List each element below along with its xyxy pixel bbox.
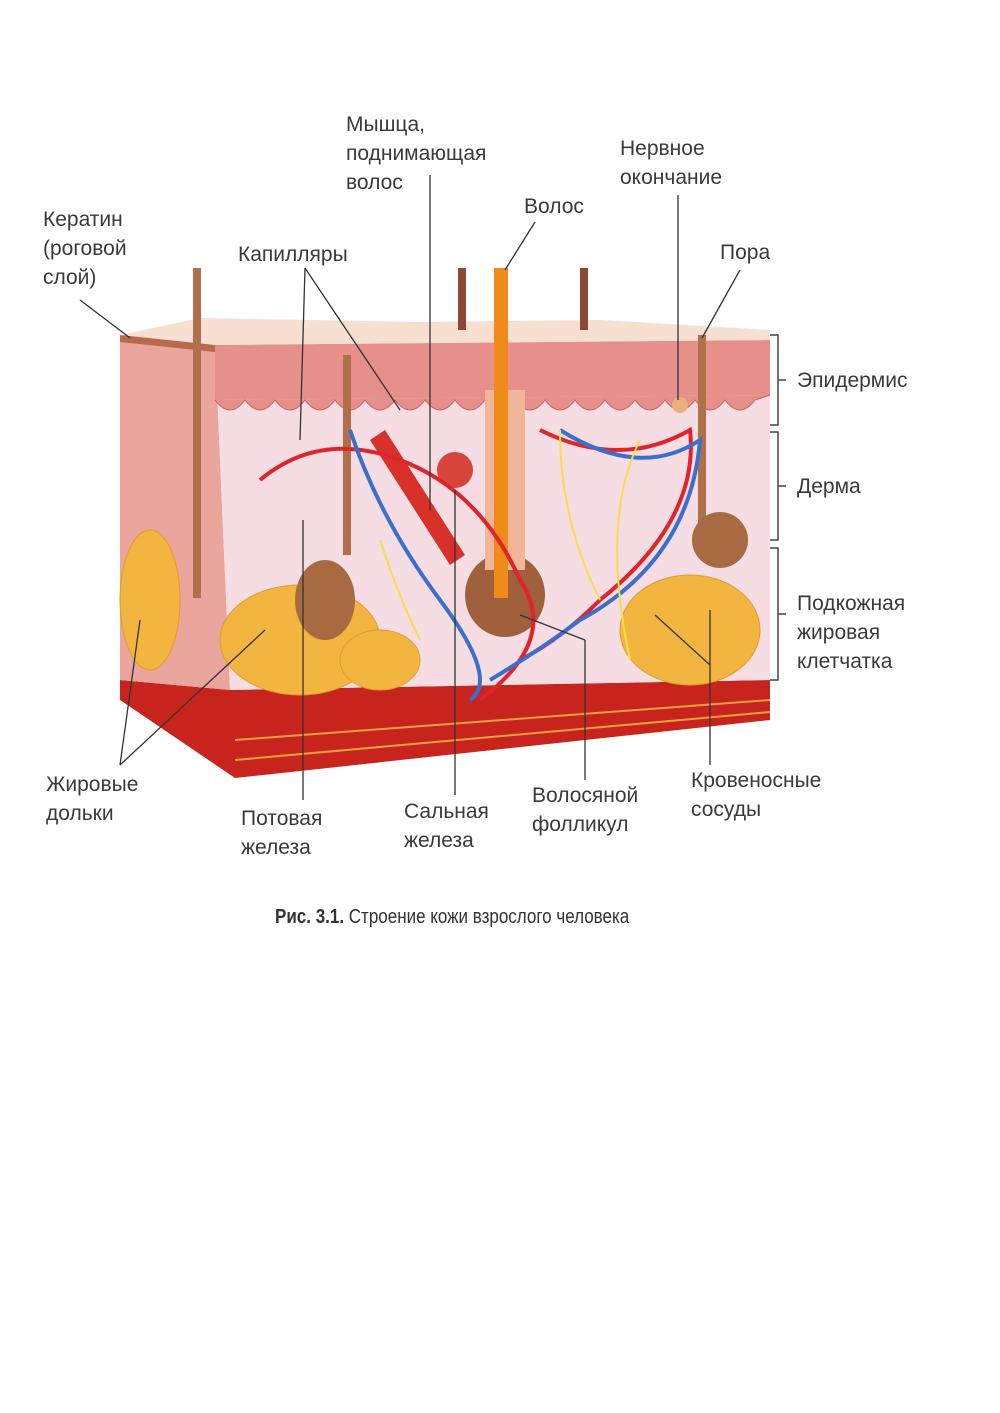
label-pore: Пора [720, 241, 771, 264]
label-keratin: Кератин (роговой слой) [43, 208, 127, 289]
layer-brackets [770, 334, 786, 681]
label-blood-vessels: Кровеносные сосуды [691, 769, 822, 821]
nerve-ending [672, 397, 688, 413]
nerve [379, 429, 641, 661]
label-sebaceous-gland: Сальная железа [404, 800, 489, 852]
label-fat-lobules: Жировые дольки [46, 773, 139, 825]
label-dermis: Дерма [797, 475, 861, 498]
bottom-band [120, 680, 770, 778]
label-hair-follicle: Волосяной фолликул [532, 784, 639, 836]
caption-text: Строение кожи взрослого человека [348, 906, 630, 928]
sebaceous-gland [437, 452, 473, 488]
label-hair: Волос [524, 195, 584, 218]
label-sweat-gland: Потовая железа [241, 807, 323, 859]
sweat-gland [295, 560, 355, 640]
label-capillaries: Капилляры [238, 243, 348, 266]
epidermis-layer [215, 340, 770, 400]
arrector-muscle [370, 430, 465, 565]
label-subcutaneous: Подкожная жировая клетчатка [797, 592, 906, 673]
label-muscle: Мышца, поднимающая волос [346, 113, 487, 194]
skin-diagram [79, 175, 786, 800]
hair-shaft [494, 268, 508, 598]
caption-number: Рис. 3.1. [275, 906, 345, 928]
label-epidermis: Эпидермис [797, 369, 908, 392]
figure-caption: Рис. 3.1. Строение кожи взрослого челове… [275, 906, 629, 929]
keratin-layer [120, 318, 770, 345]
vein [348, 428, 703, 702]
label-nerve-ending: Нервное окончание [620, 137, 723, 189]
leader-lines [79, 175, 741, 800]
